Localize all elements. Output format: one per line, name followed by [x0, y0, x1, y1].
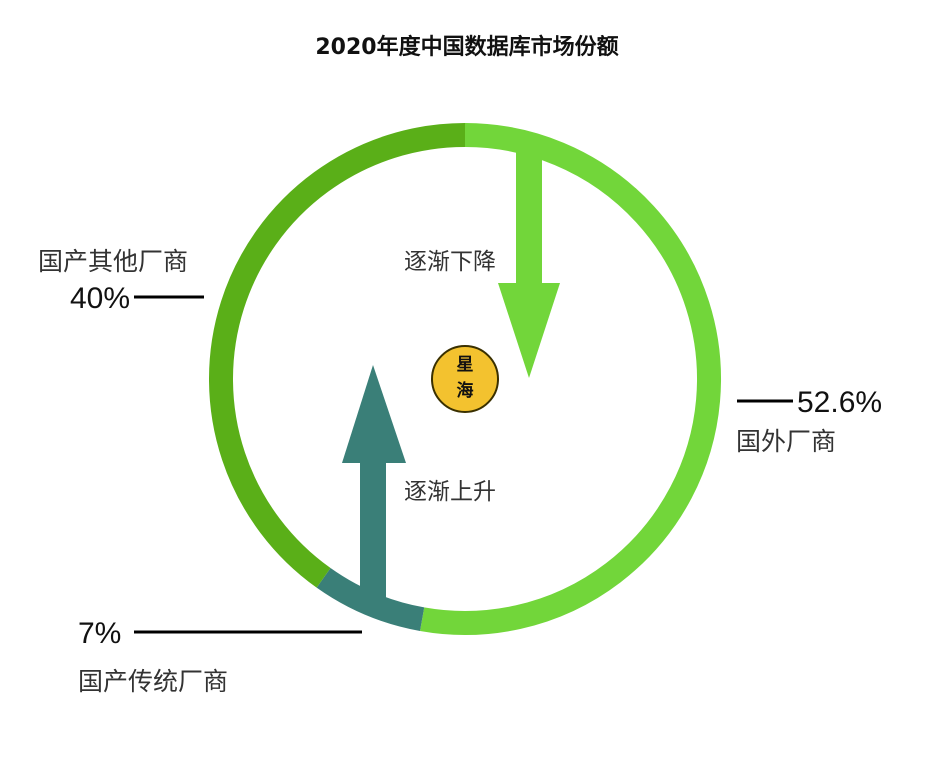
brand-logo: 星 海 [431, 345, 499, 413]
down-arrow [498, 150, 560, 378]
value-label-foreign: 52.6% [797, 386, 882, 419]
up-arrow [342, 365, 406, 610]
svg-text:海: 海 [457, 380, 474, 401]
ring-segment-foreign [420, 123, 721, 635]
annotation-up: 逐渐上升 [404, 479, 496, 505]
chart-title: 2020年度中国数据库市场份额 [315, 34, 618, 60]
ring-segment-other [209, 123, 466, 588]
value-label-other: 40% [70, 282, 130, 315]
value-label-traditional: 7% [78, 617, 121, 650]
category-label-traditional: 国产传统厂商 [78, 667, 228, 696]
svg-text:星: 星 [457, 355, 474, 375]
annotation-down: 逐渐下降 [404, 249, 496, 275]
category-label-other: 国产其他厂商 [38, 247, 188, 276]
category-label-foreign: 国外厂商 [736, 427, 836, 456]
